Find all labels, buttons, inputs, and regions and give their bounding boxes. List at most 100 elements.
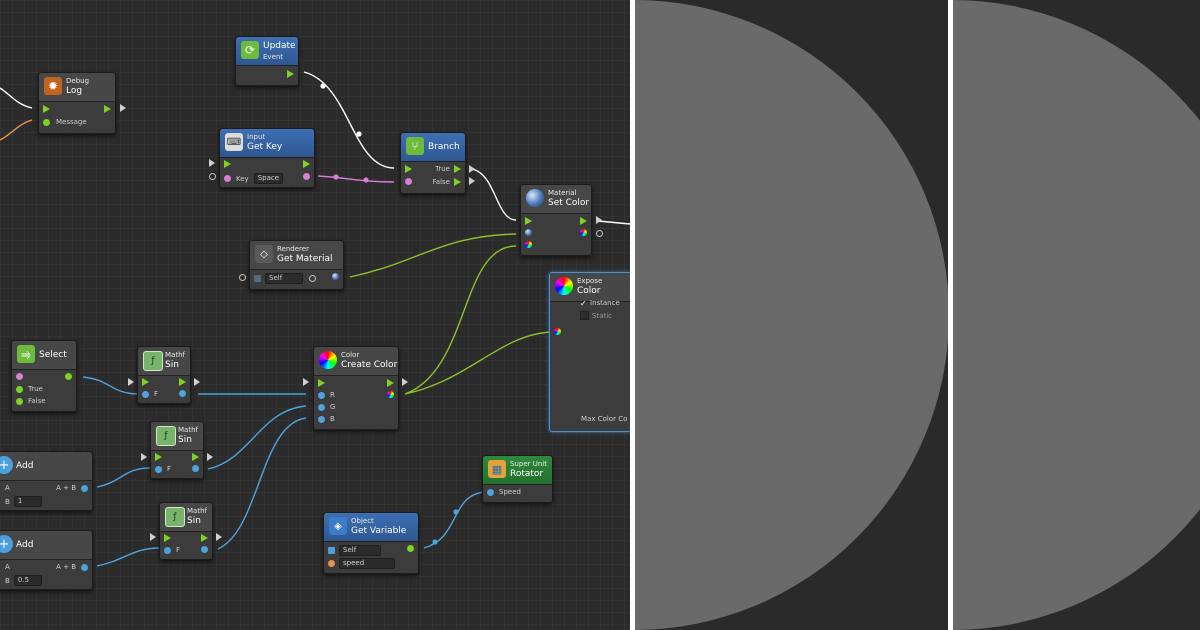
- flow-out-stub[interactable]: [469, 165, 475, 173]
- color-out-port[interactable]: [580, 229, 587, 236]
- value-out-port[interactable]: [407, 545, 414, 552]
- b-value-field[interactable]: 1: [13, 496, 42, 507]
- graph-canvas[interactable]: ✹ Debug Log Message ⟳ Update Event ⌨ Inp…: [0, 0, 630, 630]
- node-kind: Mathf: [165, 351, 185, 359]
- super-unit-rotator-node[interactable]: ▦ Super Unit Rotator Speed: [482, 455, 553, 503]
- flow-in-port[interactable]: [142, 378, 149, 386]
- flow-out-port[interactable]: [201, 534, 208, 542]
- flow-out-port[interactable]: [192, 453, 199, 461]
- object-port[interactable]: [328, 547, 335, 554]
- flow-out-stub[interactable]: [194, 378, 200, 386]
- color-out-port[interactable]: [387, 391, 394, 398]
- color-in-port[interactable]: [554, 328, 561, 335]
- key-field[interactable]: Space: [253, 173, 284, 184]
- flow-in-port[interactable]: [164, 534, 171, 542]
- flow-in-port[interactable]: [155, 453, 162, 461]
- variable-name-field[interactable]: speed: [339, 558, 395, 569]
- flow-in-port[interactable]: [318, 379, 325, 387]
- port-ring[interactable]: [239, 274, 246, 281]
- node-title: Update: [263, 41, 296, 51]
- material-set-color-node[interactable]: Material Set Color: [520, 184, 592, 256]
- false-port[interactable]: [16, 397, 23, 405]
- name-port[interactable]: [328, 560, 335, 567]
- port-ring[interactable]: [596, 230, 603, 237]
- input-get-key-node[interactable]: ⌨ Input Get Key Key Space: [219, 128, 315, 188]
- node-title: Branch: [428, 142, 460, 152]
- flow-out-stub[interactable]: [216, 533, 222, 541]
- true-out-port[interactable]: [454, 165, 461, 173]
- flow-out-port[interactable]: [387, 379, 394, 387]
- true-port[interactable]: [16, 385, 23, 393]
- flow-in-port[interactable]: [525, 217, 532, 225]
- key-port[interactable]: [224, 175, 231, 182]
- node-title: Add: [16, 540, 34, 550]
- target-port[interactable]: [525, 229, 532, 236]
- flow-out-stub[interactable]: [469, 177, 475, 185]
- color-create-color-node[interactable]: Color Create Color R G B: [313, 346, 399, 430]
- select-out-port[interactable]: [65, 373, 72, 380]
- message-port[interactable]: [43, 118, 50, 126]
- add-node[interactable]: + Add A A + B B 1: [0, 451, 93, 511]
- flow-out-port[interactable]: [580, 217, 587, 225]
- port-ring[interactable]: [209, 173, 216, 180]
- self-field[interactable]: Self: [265, 273, 303, 284]
- wire-float: [423, 491, 485, 549]
- flow-out-port[interactable]: [104, 105, 111, 113]
- flow-in-port[interactable]: [43, 105, 50, 113]
- select-node[interactable]: ⥤ Select True False: [11, 340, 77, 412]
- mathf-sin-node[interactable]: ƒ Mathf Sin F: [150, 421, 204, 479]
- node-kind: Color: [341, 351, 360, 359]
- static-checkbox[interactable]: [580, 311, 589, 320]
- g-port[interactable]: [318, 403, 325, 411]
- self-port[interactable]: [254, 275, 261, 282]
- renderer-get-material-node[interactable]: ◇ Renderer Get Material Self: [249, 240, 344, 290]
- speed-port[interactable]: [487, 488, 494, 496]
- float-out-port[interactable]: [201, 546, 208, 553]
- flow-out-port[interactable]: [179, 378, 186, 386]
- expose-color-node[interactable]: Expose Color ✓ Instance Static Max Color…: [549, 272, 630, 432]
- float-out-port[interactable]: [179, 390, 186, 397]
- instance-checkbox[interactable]: ✓: [580, 298, 587, 308]
- f-port[interactable]: [142, 390, 149, 398]
- condition-port[interactable]: [16, 373, 23, 380]
- mathf-sin-node[interactable]: ƒ Mathf Sin F: [137, 346, 191, 404]
- b-port[interactable]: [318, 415, 325, 423]
- flow-in-port[interactable]: [224, 160, 231, 168]
- flow-out-stub[interactable]: [207, 453, 213, 461]
- color-in-port[interactable]: [525, 241, 532, 248]
- self-field[interactable]: Self: [339, 545, 381, 556]
- flow-in-stub[interactable]: [128, 378, 134, 386]
- sum-out-port[interactable]: [81, 563, 88, 571]
- flow-in-stub[interactable]: [303, 378, 309, 386]
- key-out-port[interactable]: [303, 173, 310, 180]
- flow-out-stub[interactable]: [402, 378, 408, 386]
- mathf-sin-node[interactable]: ƒ Mathf Sin F: [159, 502, 213, 560]
- f-port[interactable]: [164, 546, 171, 554]
- flow-in-stub[interactable]: [141, 453, 147, 461]
- b-value-field[interactable]: 0.5: [13, 575, 42, 586]
- port-ring[interactable]: [309, 275, 316, 282]
- sum-out-port[interactable]: [81, 484, 88, 492]
- debug-log-node[interactable]: ✹ Debug Log Message: [38, 72, 116, 134]
- object-get-variable-node[interactable]: ◈ Object Get Variable Self speed: [323, 512, 419, 574]
- node-kind: Input: [247, 133, 266, 141]
- flow-out-stub[interactable]: [596, 216, 602, 224]
- f-port[interactable]: [155, 465, 162, 473]
- update-event-node[interactable]: ⟳ Update Event: [235, 36, 299, 86]
- wire-float: [96, 467, 151, 488]
- flow-out-stub[interactable]: [120, 104, 126, 112]
- node-title: Get Material: [277, 254, 333, 264]
- material-out-port[interactable]: [332, 273, 339, 280]
- float-out-port[interactable]: [192, 465, 199, 472]
- flow-in-stub[interactable]: [209, 159, 215, 167]
- flow-in-stub[interactable]: [150, 533, 156, 541]
- branch-node[interactable]: ⑂ Branch True False: [400, 132, 466, 194]
- flow-out-port[interactable]: [303, 160, 310, 168]
- r-port[interactable]: [318, 391, 325, 399]
- port-label: F: [167, 465, 172, 473]
- condition-port[interactable]: [405, 178, 412, 185]
- false-out-port[interactable]: [454, 178, 461, 186]
- add-node[interactable]: + Add A A + B B 0.5: [0, 530, 93, 590]
- flow-in-port[interactable]: [405, 165, 412, 173]
- flow-out-port[interactable]: [287, 70, 294, 78]
